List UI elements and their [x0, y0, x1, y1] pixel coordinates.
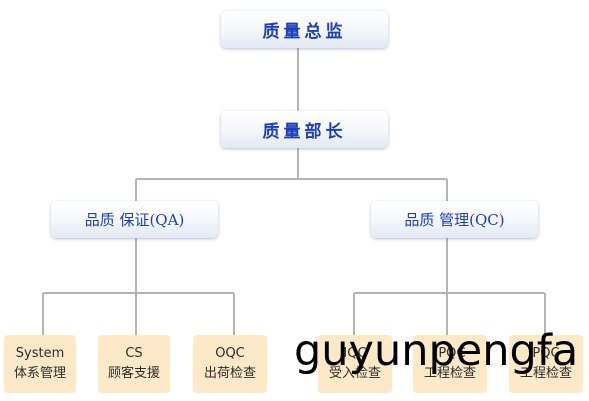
leaf-oqc-code: OQC [215, 345, 245, 361]
leaf-cs-code: CS [125, 345, 143, 361]
leaf-iqc: IQC 受入检查 [318, 335, 392, 392]
node-quality-control: 品质 管理(QC) [371, 201, 538, 238]
leaf-ipqc-code: IPQC [434, 345, 466, 361]
leaf-pqc: PQC 工程检查 [509, 335, 583, 392]
leaf-pqc-name: 工程检查 [519, 365, 572, 381]
leaf-system: System 体系管理 [4, 335, 76, 392]
node-quality-director: 质量总监 [221, 11, 388, 48]
leaf-oqc-name: 出荷检查 [203, 365, 256, 381]
node-quality-assurance: 品质 保证(QA) [51, 201, 218, 238]
leaf-oqc: OQC 出荷检查 [193, 335, 267, 392]
leaf-cs-name: 顾客支援 [107, 365, 160, 381]
node-quality-assurance-label: 品质 保证(QA) [84, 211, 185, 229]
leaf-system-code: System [15, 345, 65, 361]
node-quality-manager: 质量部长 [221, 111, 388, 148]
node-quality-control-label: 品质 管理(QC) [404, 211, 505, 229]
watermark-text: guyunpengfa [294, 326, 579, 376]
node-quality-manager-label: 质量部长 [262, 122, 347, 142]
leaf-cs: CS 顾客支援 [98, 335, 170, 392]
leaf-iqc-code: IQC [343, 345, 367, 361]
leaf-iqc-name: 受入检查 [328, 365, 381, 381]
leaf-ipqc: IPQC 工程检查 [413, 335, 487, 392]
node-quality-director-label: 质量总监 [262, 22, 347, 42]
leaf-ipqc-name: 工程检查 [423, 365, 476, 381]
leaf-pqc-code: PQC [532, 345, 560, 361]
leaf-system-name: 体系管理 [13, 365, 66, 381]
